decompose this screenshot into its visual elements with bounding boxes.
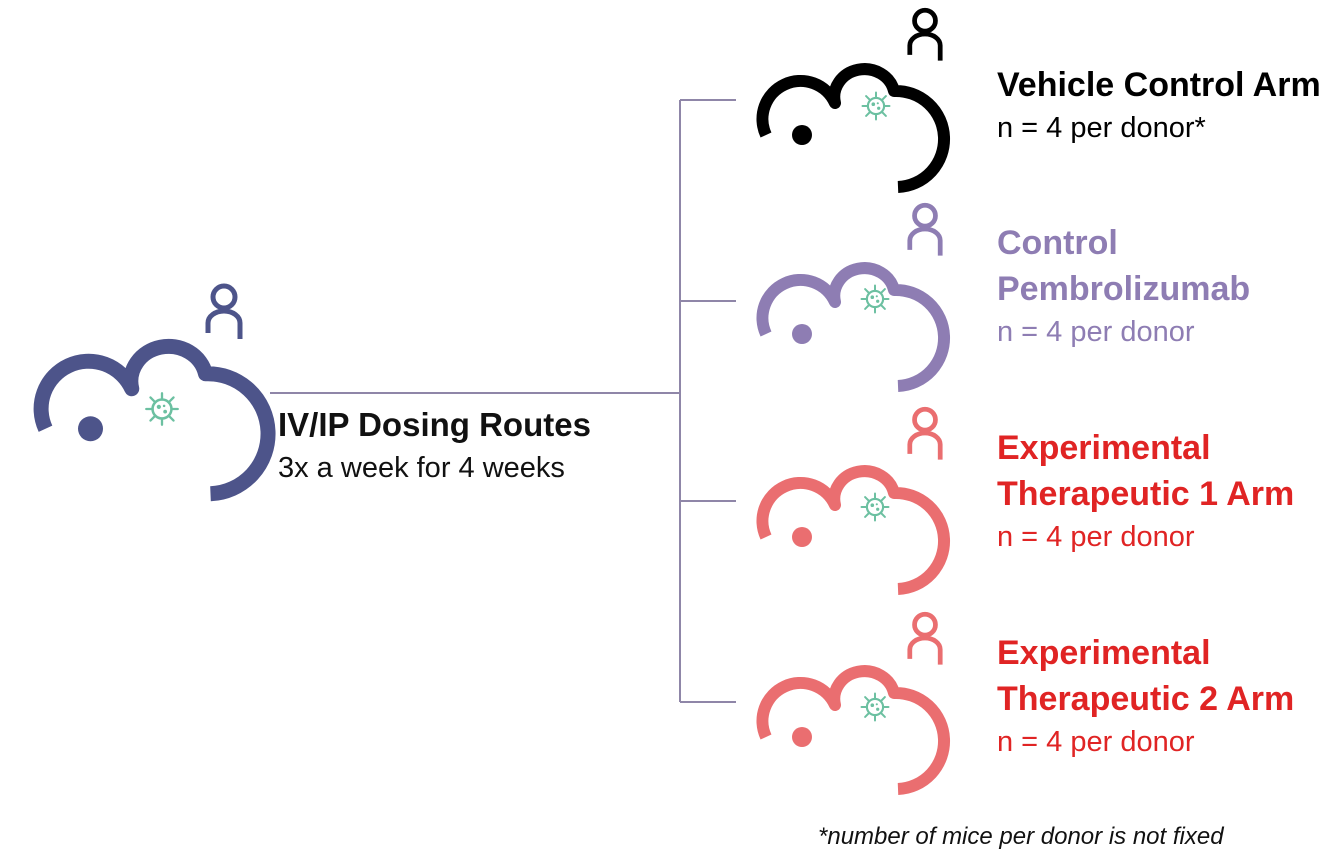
arm-count: n = 4 per donor* xyxy=(997,112,1206,144)
virus-icon xyxy=(860,692,890,722)
mouse-icon xyxy=(762,471,944,589)
arm-label-experimental-1: Experimental Therapeutic 1 Arm n = 4 per… xyxy=(997,425,1294,557)
mouse-icon xyxy=(762,268,944,386)
person-icon xyxy=(910,10,940,60)
arm-title-line: Experimental xyxy=(997,429,1211,467)
virus-icon xyxy=(144,391,180,427)
arm-count: n = 4 per donor xyxy=(997,726,1195,758)
mouse-icon xyxy=(762,69,944,187)
dosing-route-title: IV/IP Dosing Routes xyxy=(278,406,591,443)
arm-count: n = 4 per donor xyxy=(997,316,1195,348)
experimental-2-arm-icons xyxy=(762,614,944,789)
arm-title-line: Therapeutic 2 Arm xyxy=(997,680,1295,718)
arm-label-experimental-2: Experimental Therapeutic 2 Arm n = 4 per… xyxy=(997,630,1294,762)
virus-icon xyxy=(861,91,891,121)
arm-label-pembrolizumab: Control Pembrolizumab n = 4 per donor xyxy=(997,220,1250,352)
arm-title-line: Vehicle Control Arm xyxy=(997,66,1321,104)
arm-title-line: Pembrolizumab xyxy=(997,270,1251,308)
virus-icon xyxy=(860,284,890,314)
mouse-icon xyxy=(41,346,268,493)
person-icon xyxy=(910,205,940,255)
arm-label-vehicle: Vehicle Control Arm n = 4 per donor* xyxy=(997,62,1321,148)
person-icon xyxy=(910,409,940,459)
person-icon xyxy=(208,286,240,339)
source-mouse-group xyxy=(41,286,268,494)
vehicle-arm-icons xyxy=(762,10,944,187)
pembrolizumab-arm-icons xyxy=(762,205,944,386)
arm-count: n = 4 per donor xyxy=(997,521,1195,553)
mouse-icon xyxy=(762,671,944,789)
dosing-schedule: 3x a week for 4 weeks xyxy=(278,452,565,484)
virus-icon xyxy=(860,492,890,522)
arm-title-line: Experimental xyxy=(997,634,1211,672)
arm-title-line: Control xyxy=(997,224,1118,262)
experimental-1-arm-icons xyxy=(762,409,944,589)
footnote: *number of mice per donor is not fixed xyxy=(818,823,1224,850)
dosing-route-block: IV/IP Dosing Routes 3x a week for 4 week… xyxy=(278,402,591,488)
arm-title-line: Therapeutic 1 Arm xyxy=(997,475,1295,513)
person-icon xyxy=(910,614,940,664)
connector-lines xyxy=(270,99,736,703)
